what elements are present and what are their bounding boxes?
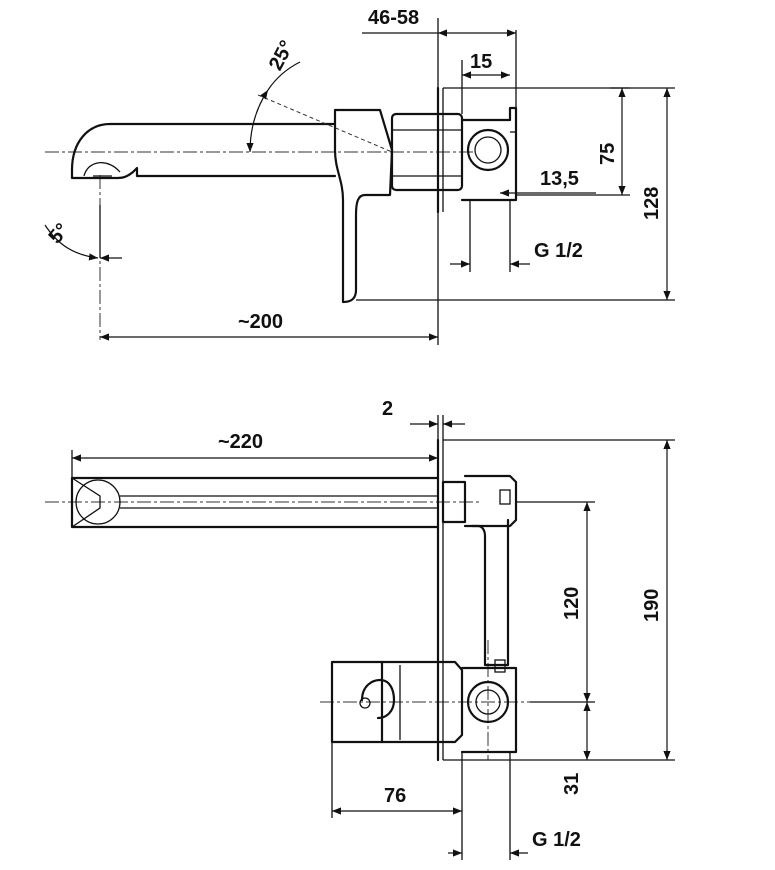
dim-offset-13-5: 13,5 [540, 168, 579, 190]
dim-spacing-120: 120 [561, 587, 583, 620]
angle-25-label: 25° [265, 37, 299, 74]
dim-height-75: 75 [597, 143, 619, 165]
spout [70, 122, 337, 180]
dim-lever-76: 76 [384, 785, 406, 807]
angle-5-label: 5° [44, 219, 73, 248]
spout-plan [70, 476, 440, 529]
thread-label-top: G 1/2 [534, 240, 583, 262]
lever-body [333, 108, 394, 304]
dim-reach-200: ~200 [238, 311, 283, 333]
dim-bottom-31: 31 [561, 773, 583, 795]
concealed-pipe [470, 518, 510, 667]
thread-label-bottom: G 1/2 [532, 829, 581, 851]
dim-reach-220: ~220 [218, 431, 263, 453]
inlet-plan [466, 680, 510, 724]
dim-height-128: 128 [641, 187, 663, 220]
lever-plan [330, 660, 384, 744]
dim-height-190: 190 [641, 589, 663, 622]
inlet-connection [466, 128, 510, 172]
front-plan-view: 2 ~220 120 190 31 76 G 1/2 [45, 398, 675, 860]
dim-plate-2: 2 [382, 398, 393, 420]
concealed-box [460, 106, 518, 202]
dim-body-width: 15 [470, 51, 492, 73]
dim-wall-range: 46-58 [368, 7, 419, 29]
cartridge-housing [390, 112, 464, 192]
side-elevation-view: 25° 5° 46-58 15 75 128 13,5 G [44, 7, 675, 345]
